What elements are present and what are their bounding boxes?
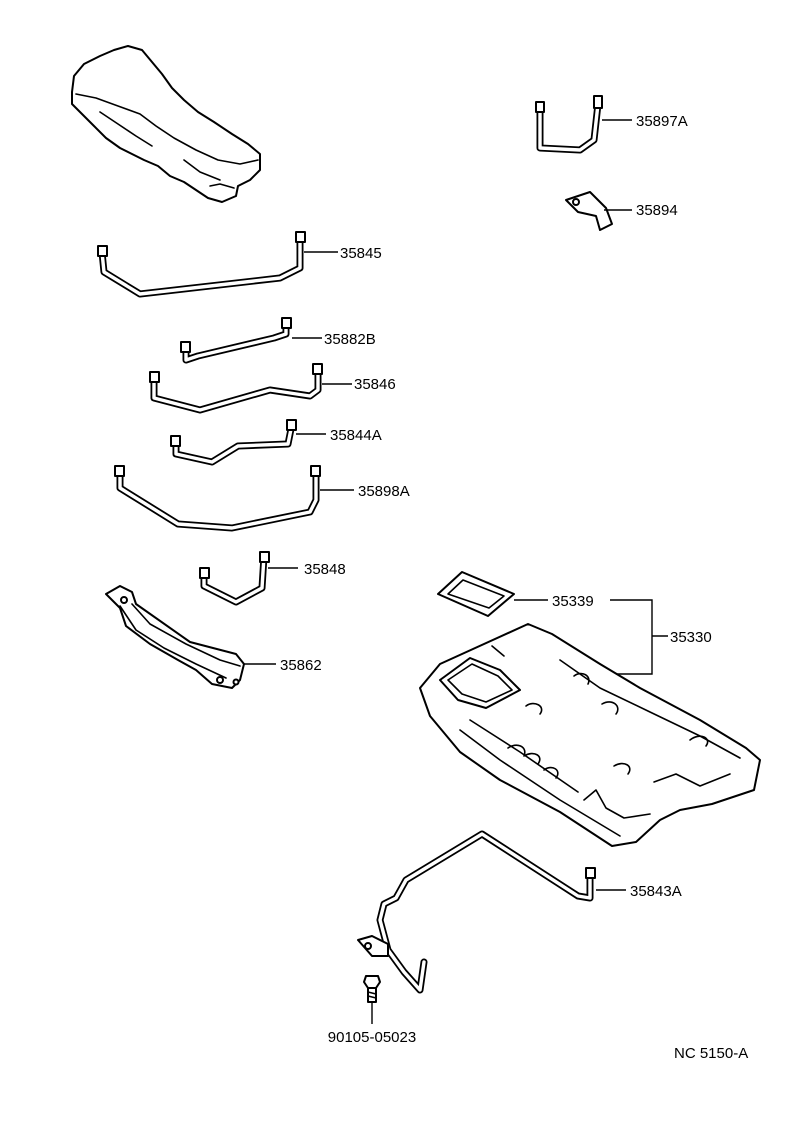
leader-35330 bbox=[610, 599, 668, 675]
callout-35898a: 35898A bbox=[358, 483, 410, 500]
tube-35845 bbox=[97, 231, 306, 298]
callout-35845: 35845 bbox=[340, 245, 382, 262]
callout-35848: 35848 bbox=[304, 561, 346, 578]
callout-35844a: 35844A bbox=[330, 427, 382, 444]
bracket-35862 bbox=[105, 585, 245, 689]
callout-35330: 35330 bbox=[670, 629, 712, 646]
callout-35897a: 35897A bbox=[636, 113, 688, 130]
tube-35898a bbox=[114, 465, 321, 532]
tube-35843a bbox=[357, 830, 596, 994]
tube-35882b bbox=[180, 317, 292, 364]
callout-35882b: 35882B bbox=[324, 331, 376, 348]
callout-35894: 35894 bbox=[636, 202, 678, 219]
bolt-90105-05023 bbox=[363, 975, 381, 1003]
bracket-35894 bbox=[565, 191, 613, 231]
valve-body-illustration bbox=[71, 45, 261, 203]
tube-35848 bbox=[199, 551, 270, 606]
callout-35846: 35846 bbox=[354, 376, 396, 393]
strainer-35330 bbox=[419, 623, 761, 847]
callout-90105-05023: 90105-05023 bbox=[328, 1029, 416, 1046]
callout-35339: 35339 bbox=[552, 593, 594, 610]
tube-35846 bbox=[149, 363, 323, 414]
gasket-35339 bbox=[437, 571, 515, 617]
diagram-code: NC 5150-A bbox=[674, 1045, 748, 1062]
callout-35843a: 35843A bbox=[630, 883, 682, 900]
callout-35862: 35862 bbox=[280, 657, 322, 674]
tube-35897a bbox=[535, 95, 603, 154]
tube-35844a bbox=[170, 419, 297, 466]
